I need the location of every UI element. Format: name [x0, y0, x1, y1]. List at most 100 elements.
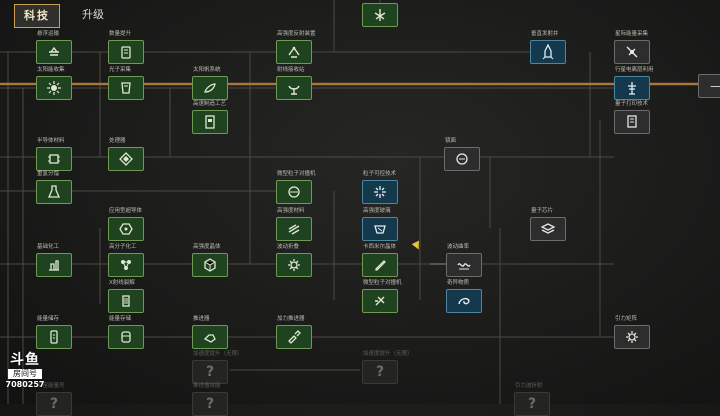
- tech-node-ring[interactable]: 微型粒子对撞机: [276, 171, 316, 204]
- tech-node-question[interactable]: 推进器效能?: [192, 383, 228, 416]
- tech-node-label: 奇异物质: [447, 280, 470, 286]
- tech-node-label: 引力波折射: [515, 383, 543, 389]
- printer-icon: [627, 115, 637, 128]
- tech-node-bar[interactable]: 高强度材料: [276, 208, 312, 241]
- question-mark-icon: ?: [375, 364, 385, 380]
- tech-node-burst[interactable]: 粒子可控技术: [362, 171, 398, 204]
- chip-icon: [48, 154, 60, 164]
- tech-node-question[interactable]: 引力波折射?: [514, 383, 550, 416]
- tech-node-hover[interactable]: 悬浮运输: [36, 31, 72, 64]
- tech-node-label: 量子打印技术: [615, 101, 649, 107]
- tech-node-hex[interactable]: 应用型超导体: [108, 208, 144, 241]
- tech-node-swirl[interactable]: 奇异物质: [446, 280, 482, 313]
- stream-room-label: 房间号: [8, 369, 42, 379]
- tech-node-label: 加速度提升（无限）: [193, 351, 243, 357]
- tech-node-label: 射线接收站: [277, 67, 305, 73]
- tech-node-label: 推进器: [193, 316, 210, 322]
- tech-node-label: 高强度材料: [277, 208, 305, 214]
- tech-node-question[interactable]: 加速度提升（无限）?: [362, 351, 413, 384]
- tech-node-molecule[interactable]: 高分子化工: [108, 244, 144, 277]
- tech-node-plant[interactable]: 基础化工: [36, 244, 72, 277]
- diamond-icon: [119, 152, 133, 166]
- tab-technology[interactable]: 科技: [14, 4, 60, 28]
- tech-node-label: 悬浮运输: [37, 31, 60, 37]
- tech-node-tower[interactable]: 行星电离层利用: [614, 67, 654, 100]
- layers-icon: [540, 223, 556, 234]
- question-mark-icon: ?: [205, 364, 215, 380]
- tech-node-sail[interactable]: 太阳帆系统: [192, 67, 228, 100]
- battery-icon: [121, 46, 131, 59]
- question-mark-icon: ?: [49, 396, 59, 412]
- cell-icon: [50, 330, 58, 344]
- mirror-icon: [456, 153, 468, 165]
- tech-node-mirror[interactable]: 镜面: [444, 138, 480, 171]
- tech-node-pen[interactable]: 卡西米尔晶体: [362, 244, 398, 277]
- tech-node-label: 加速度提升（无限）: [363, 351, 413, 357]
- tech-node-collider[interactable]: 微型粒子对撞机: [362, 280, 402, 313]
- antenna-icon: [374, 9, 386, 21]
- ring-icon: [288, 186, 300, 198]
- tech-node-label: 基础化工: [37, 244, 60, 250]
- tech-node-label: 星际能量采集: [615, 31, 649, 37]
- bar-icon: [288, 224, 300, 235]
- tech-node-sun[interactable]: 太阳能收集: [36, 67, 72, 100]
- tech-node-label: 能量储存: [37, 316, 60, 322]
- tech-node-reflector[interactable]: 高强度反射装置: [276, 31, 316, 64]
- tech-node-label: 太阳帆系统: [193, 67, 221, 73]
- tech-node-glass[interactable]: 高强度玻璃: [362, 208, 398, 241]
- tech-node-ray[interactable]: X射线裂解: [108, 280, 144, 313]
- stream-room-id: 7080257: [5, 380, 45, 389]
- tech-node-cell[interactable]: 能量储存: [36, 316, 72, 349]
- sun-icon: [47, 81, 61, 95]
- tech-node-label: 镜面: [445, 138, 457, 144]
- tech-node-label: 波动折叠: [277, 244, 300, 250]
- tech-node-thruster[interactable]: 加力推进器: [276, 316, 312, 349]
- flask-icon: [48, 185, 60, 198]
- tech-node-rocket[interactable]: 垂直发射井: [530, 31, 566, 64]
- glass-icon: [374, 225, 386, 234]
- tech-node-printer[interactable]: 量子打印技术: [614, 101, 650, 134]
- gear-icon: [288, 259, 300, 271]
- wave-icon: [457, 263, 471, 270]
- tech-node-label: 垂直发射井: [531, 31, 559, 37]
- tech-node-chip[interactable]: 半导体材料: [36, 138, 72, 171]
- satellite-icon: [626, 46, 638, 58]
- tech-node-machine[interactable]: 高速制造工艺: [192, 101, 228, 134]
- stream-watermark: 斗鱼 房间号 7080257: [2, 352, 48, 404]
- tech-node-gear[interactable]: 引力矩阵: [614, 316, 650, 349]
- tech-node-label: 微型粒子对撞机: [277, 171, 316, 177]
- tech-node-label: 高强度玻璃: [363, 208, 391, 214]
- tower-icon: [628, 82, 636, 95]
- tech-node-gear[interactable]: 波动折叠: [276, 244, 312, 277]
- tab-upgrades[interactable]: 升级: [82, 8, 104, 21]
- tech-node-cup[interactable]: 光子采集: [108, 67, 144, 100]
- tech-node-label: X射线裂解: [109, 280, 135, 286]
- tech-node-label: 加力推进器: [277, 316, 305, 322]
- tech-node-dish[interactable]: 射线接收站: [276, 67, 312, 100]
- tech-node-label: 卡西米尔晶体: [363, 244, 397, 250]
- tech-node-question[interactable]: 加速度提升（无限）?: [192, 351, 243, 384]
- tech-node-offscreen[interactable]: —: [698, 74, 720, 98]
- canister-icon: [121, 331, 131, 343]
- tech-node-label: 微型粒子对撞机: [363, 280, 402, 286]
- tech-node-label: 宇宙能量剂: [37, 383, 65, 389]
- tech-node-layers[interactable]: 量子芯片: [530, 208, 566, 241]
- machine-icon: [205, 115, 215, 129]
- tech-node-satellite[interactable]: 星际能量采集: [614, 31, 650, 64]
- tech-node-engine[interactable]: 推进器: [192, 316, 228, 349]
- tech-node-label: 数量提升: [109, 31, 132, 37]
- tech-node-label: 光子采集: [109, 67, 132, 73]
- plant-icon: [49, 260, 59, 271]
- tech-node-wave[interactable]: 波动曲率: [446, 244, 482, 277]
- tech-node-label: 重氢分馏: [37, 171, 60, 177]
- tech-node-canister[interactable]: 能量存储: [108, 316, 144, 349]
- tech-node-flask[interactable]: 重氢分馏: [36, 171, 72, 204]
- tech-node-diamond[interactable]: 处理器: [108, 138, 144, 171]
- tech-node-label: 引力矩阵: [615, 316, 638, 322]
- burst-icon: [374, 186, 386, 198]
- tech-node-battery[interactable]: 数量提升: [108, 31, 144, 64]
- molecule-icon: [121, 260, 131, 270]
- pen-icon: [375, 260, 386, 271]
- tech-node-cube[interactable]: 高强度晶体: [192, 244, 228, 277]
- tech-node-antenna[interactable]: [362, 3, 398, 27]
